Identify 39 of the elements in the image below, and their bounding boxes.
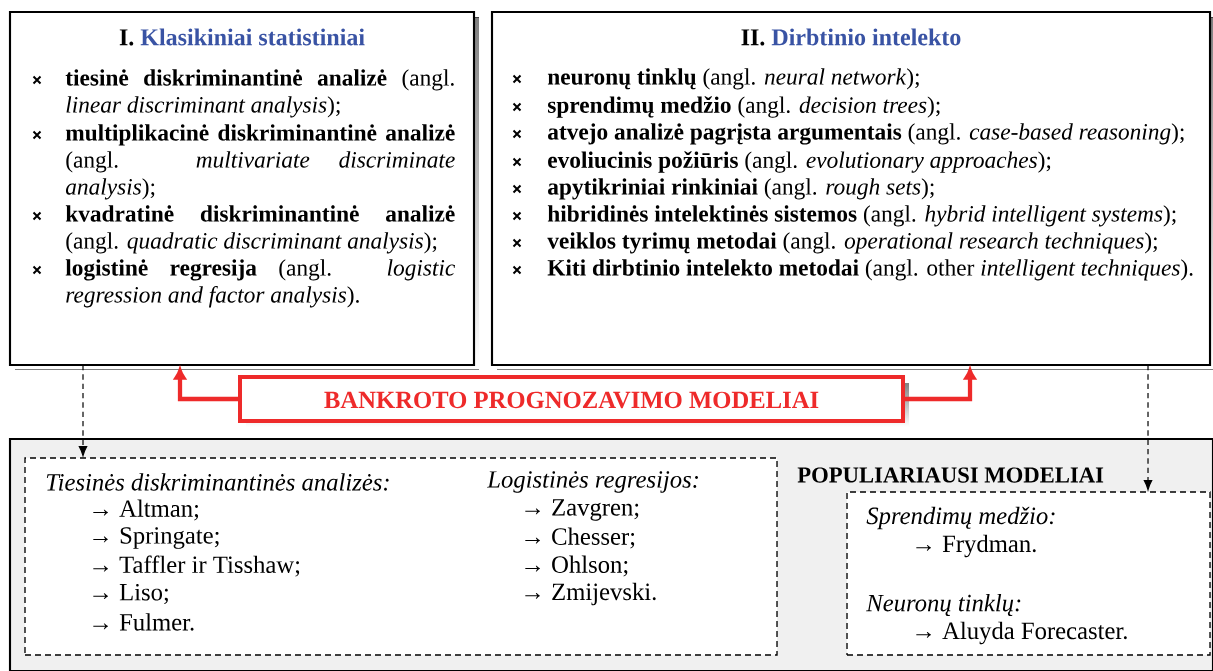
list-item: hibridinės intelektinės sistemos (angl. hybrid intelligent systems);: [547, 205, 1176, 227]
method-box: [8, 10, 479, 370]
model-item: → Fulmer.: [93, 613, 194, 631]
method-box: [490, 10, 1213, 370]
model-item: → Liso;: [93, 583, 168, 605]
list-item: logistinė regresija (angl. logistic regression and factor analysis).: [65, 259, 455, 308]
list-item: kvadratinė diskriminantinė analizė (angl. quadratic discriminant analysis);: [65, 205, 455, 254]
dashed-arrow: [1143, 364, 1153, 491]
arrow: [903, 368, 976, 402]
group-heading: Neuronų tinklų:: [866, 594, 1021, 616]
list-item: atvejo analizė pagrįsta argumentais (angl. case-based reasoning);: [548, 123, 1184, 145]
dashed-arrow: [78, 364, 88, 457]
model-item: → Chesser;: [525, 527, 635, 549]
group-heading: Sprendimų medžio:: [866, 506, 1055, 530]
list-item: neuronų tinklų (angl. neural network);: [547, 68, 919, 90]
list-item: evoliucinis požiūris (angl. evolutionary approaches);: [548, 151, 1051, 173]
box-heading: II. Dirbtinio intelekto: [741, 28, 961, 46]
box-heading: I. Klasikiniai statistiniai: [119, 28, 365, 46]
model-item: → Aluyda Forecaster.: [916, 621, 1127, 645]
list-item: sprendimų medžio (angl. decision trees);: [548, 96, 940, 118]
list-item: multiplikacinė diskriminantinė analizė (angl. multivariate discriminate analysis);: [65, 124, 455, 200]
list-item: tiesinė diskriminantinė analizė (angl. linear discriminant analysis);: [65, 69, 454, 118]
title-box: BANKROTO PROGNOZAVIMO MODELIAI: [238, 375, 909, 427]
model-item: → Taffler ir Tisshaw;: [93, 555, 300, 577]
dashed-box: [24, 457, 778, 656]
model-item: → Zmijevski.: [525, 582, 656, 606]
panel-heading: POPULIARIAUSI MODELIAI: [797, 467, 1104, 483]
list-item: apytikriniai rinkiniai (angl. rough sets);: [548, 178, 934, 200]
arrow: [174, 368, 240, 402]
model-item: → Springate;: [93, 527, 219, 549]
list-item: veiklos tyrimų metodai (angl. operational research techniques);: [547, 232, 1157, 254]
model-item: → Ohlson;: [525, 555, 628, 577]
model-item: → Zavgren;: [525, 499, 639, 521]
group-heading: Tiesinės diskriminantinės analizės:: [46, 473, 389, 491]
group-heading: Logistinės regresijos:: [487, 471, 698, 493]
model-item: → Frydman.: [916, 534, 1036, 558]
model-item: → Altman;: [93, 499, 199, 521]
dashed-box: [846, 491, 1211, 656]
list-item: Kiti dirbtinio intelekto metodai (angl. other intelligent techniques).: [547, 259, 1193, 281]
